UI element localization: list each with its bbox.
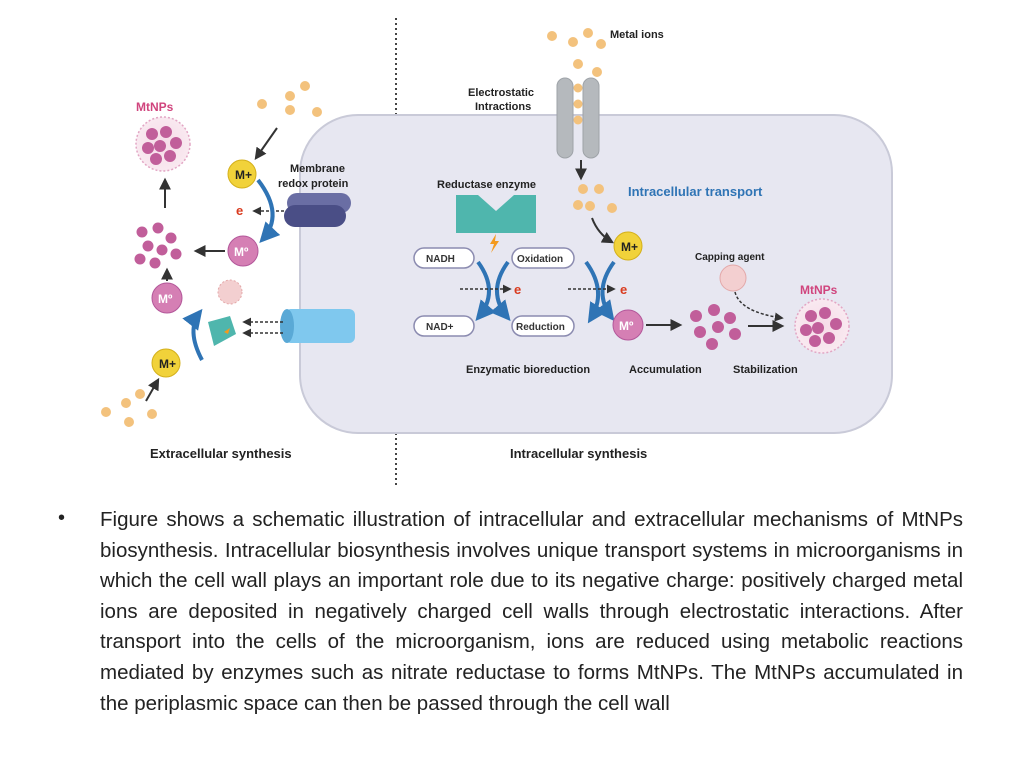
membrane-transporter bbox=[280, 309, 355, 343]
membrane-label-2: redox protein bbox=[278, 178, 349, 190]
metal-ion-dots-top-left bbox=[257, 81, 322, 117]
electron-label-center: e bbox=[514, 282, 521, 297]
metal-ion-dots-top bbox=[547, 28, 606, 77]
membrane-redox-protein bbox=[284, 193, 351, 227]
reduction-pill: Reduction bbox=[511, 315, 575, 337]
curve-mplus-to-mzero-b bbox=[594, 260, 616, 322]
curve-nadh-to-nadplus bbox=[475, 260, 496, 322]
extracellular-synthesis-label: Extracellular synthesis bbox=[150, 446, 292, 461]
m-plus-ion-lower: M+ bbox=[151, 348, 181, 378]
svg-text:Mº: Mº bbox=[234, 245, 249, 259]
oxidation-pill: Oxidation bbox=[511, 247, 575, 269]
svg-text:M+: M+ bbox=[621, 240, 638, 254]
arrow-ions-to-mplus-lower bbox=[145, 377, 160, 402]
curve-oxidation-to-reduction bbox=[490, 260, 511, 322]
svg-text:Mº: Mº bbox=[619, 319, 634, 333]
electron-label-right: e bbox=[620, 282, 627, 297]
nanoparticle-cluster-left bbox=[134, 222, 182, 269]
nad-plus-pill: NAD+ bbox=[413, 315, 475, 337]
cell-body bbox=[299, 114, 893, 434]
arrow-capping-to-mtnps bbox=[734, 291, 784, 322]
svg-text:Oxidation: Oxidation bbox=[517, 254, 563, 265]
svg-text:M+: M+ bbox=[159, 357, 176, 371]
stabilization-label: Stabilization bbox=[733, 364, 798, 376]
capping-agent-particle bbox=[719, 264, 747, 292]
arrow-to-mplus-right bbox=[591, 217, 615, 244]
metal-ions-label: Metal ions bbox=[610, 29, 664, 41]
m-plus-ion-top: M+ bbox=[227, 159, 257, 189]
spark-icon-enzyme bbox=[490, 234, 499, 253]
m-zero-ion-lower: Mº bbox=[151, 282, 183, 314]
enzymatic-bioreduction-label: Enzymatic bioreduction bbox=[466, 364, 590, 376]
ion-channel bbox=[556, 77, 600, 159]
membrane-label-1: Membrane bbox=[290, 163, 345, 175]
mtnp-cluster-left bbox=[135, 116, 191, 172]
metal-ion-dots-bottom-left bbox=[101, 389, 157, 427]
reductase-enzyme-shape bbox=[456, 195, 536, 233]
mtnps-left-label: MtNPs bbox=[136, 100, 174, 114]
intracellular-transport-label: Intracellular transport bbox=[628, 184, 763, 199]
capping-agent-label: Capping agent bbox=[695, 252, 765, 263]
caption-text: Figure shows a schematic illustration of… bbox=[100, 508, 963, 715]
m-zero-ion-left: Mº bbox=[227, 235, 259, 267]
intracellular-synthesis-label: Intracellular synthesis bbox=[510, 446, 647, 461]
accumulation-label: Accumulation bbox=[629, 364, 702, 376]
svg-text:Mº: Mº bbox=[158, 292, 173, 306]
reductase-enzyme-label: Reductase enzyme bbox=[437, 179, 536, 191]
electrostatic-label-2: Intractions bbox=[475, 101, 531, 113]
transported-ion-dots bbox=[573, 184, 617, 213]
svg-text:M+: M+ bbox=[235, 168, 252, 182]
nanoparticle-pink bbox=[217, 279, 243, 305]
spark-icon-left bbox=[224, 328, 230, 334]
caption-block: • Figure shows a schematic illustration … bbox=[58, 505, 963, 719]
enzyme-shape-left bbox=[208, 316, 236, 346]
biosynthesis-diagram: MtNPs M+ Membrane redox protein e Mº Mº bbox=[101, 18, 893, 488]
curve-mplus-to-mzero-a bbox=[584, 260, 608, 324]
bullet-point: • bbox=[58, 507, 66, 529]
svg-text:NADH: NADH bbox=[426, 254, 455, 265]
reduction-curve-left bbox=[256, 178, 281, 243]
electrostatic-label-1: Electrostatic bbox=[468, 87, 534, 99]
reduction-curve-lower bbox=[182, 308, 204, 361]
svg-text:NAD+: NAD+ bbox=[426, 322, 454, 333]
m-zero-ion-right: Mº bbox=[612, 309, 644, 341]
mtnp-cluster-right bbox=[794, 298, 850, 354]
mtnps-right-label: MtNPs bbox=[800, 283, 838, 297]
svg-text:Reduction: Reduction bbox=[516, 322, 565, 333]
electron-label-left: e bbox=[236, 203, 243, 218]
accumulation-cluster bbox=[690, 304, 741, 350]
nadh-pill: NADH bbox=[413, 247, 475, 269]
arrow-ions-to-mplus bbox=[254, 127, 278, 160]
m-plus-ion-right: M+ bbox=[613, 231, 643, 261]
